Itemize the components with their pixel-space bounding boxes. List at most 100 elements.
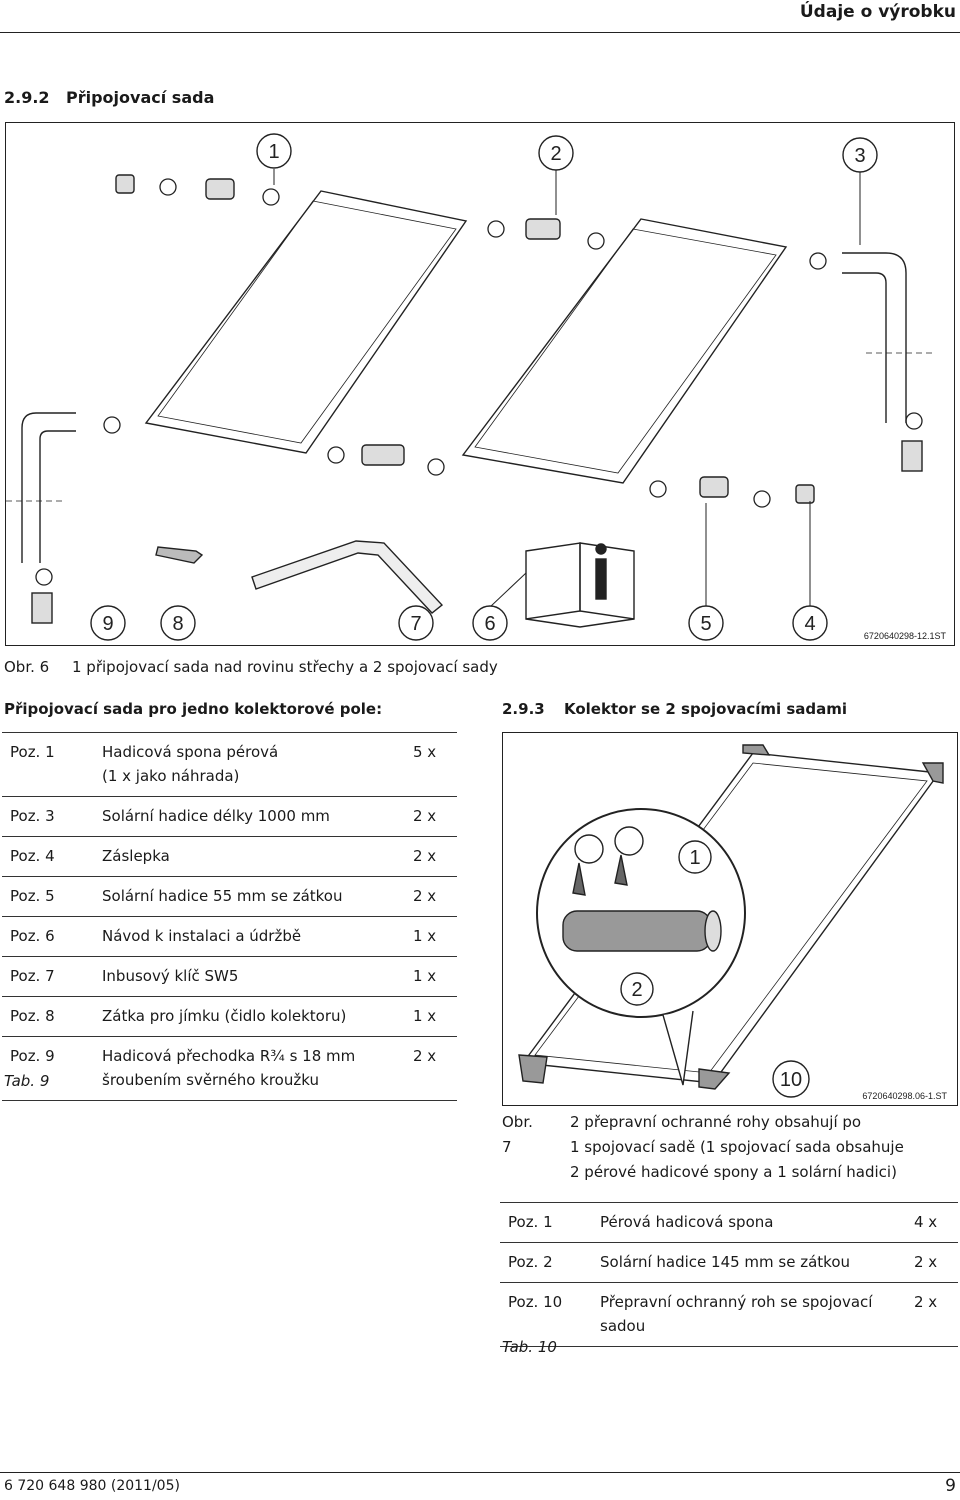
section-number: 2.9.3 — [502, 700, 545, 718]
callout-6: 6 — [484, 613, 495, 635]
section-heading-293: 2.9.3 Kolektor se 2 spojovacími sadami — [502, 700, 847, 718]
figure-7-caption-text: 2 přepravní ochranné rohy obsahují po 1 … — [570, 1110, 960, 1185]
sensor-plug — [155, 546, 204, 564]
position-cell: Poz. 10 — [500, 1282, 592, 1347]
quantity-cell: 2 x — [405, 1036, 457, 1101]
corner-protector-right — [921, 762, 944, 784]
callout-5: 5 — [700, 613, 711, 635]
position-cell: Poz. 9 — [2, 1036, 94, 1101]
callout-9: 9 — [102, 613, 113, 635]
table-row: Poz. 4 Záslepka 2 x — [2, 836, 457, 877]
description-cell: Záslepka — [94, 836, 405, 877]
description-cell: Hadicová spona pérová (1 x jako náhrada) — [94, 732, 405, 797]
table-row: Poz. 1 Hadicová spona pérová (1 x jako náh… — [2, 732, 457, 797]
callout-10: 10 — [780, 1069, 802, 1091]
table-9: Poz. 1 Hadicová spona pérová (1 x jako náh… — [2, 732, 457, 1101]
elbow-hose-right — [842, 252, 907, 423]
collector-panel-right — [461, 218, 788, 484]
callout-4: 4 — [804, 613, 815, 635]
table-row: Poz. 8 Zátka pro jímku (čidlo kolektoru) 1… — [2, 996, 457, 1037]
description-line: Záslepka — [102, 847, 170, 865]
section-title: Kolektor se 2 spojovacími sadami — [564, 700, 848, 718]
elbow-hose-left — [21, 412, 76, 563]
corner-protector-bottom-left — [518, 1054, 548, 1084]
description-line: Solární hadice 145 mm se zátkou — [600, 1253, 851, 1271]
description-line: šroubením svěrného kroužku — [102, 1071, 319, 1089]
section-title: Připojovací sada — [66, 88, 215, 107]
quantity-cell: 2 x — [405, 796, 457, 837]
position-cell: Poz. 7 — [2, 956, 94, 997]
table-10: Poz. 1 Pérová hadicová spona 4 x Poz. 2 Solá… — [500, 1202, 958, 1347]
footer-doc-number: 6 720 648 980 (2011/05) — [4, 1478, 180, 1494]
figure-6-frame: 1 2 3 4 5 6 7 8 9 6720640298-12.1ST — [5, 122, 955, 646]
callout-8: 8 — [172, 613, 183, 635]
table-row: Poz. 2 Solární hadice 145 mm se zátkou 2 x — [500, 1242, 958, 1283]
description-line: Návod k instalaci a údržbě — [102, 927, 302, 945]
description-line: Hadicová spona pérová — [102, 743, 279, 761]
header-rule — [0, 32, 960, 33]
position-cell: Poz. 1 — [500, 1202, 592, 1243]
quantity-cell: 2 x — [906, 1242, 958, 1283]
description-cell: Návod k instalaci a údržbě — [94, 916, 405, 957]
position-cell: Poz. 8 — [2, 996, 94, 1037]
description-cell: Solární hadice 145 mm se zátkou — [592, 1242, 906, 1283]
footer-page-number: 9 — [945, 1476, 956, 1496]
caption-line: 2 pérové hadicové spony a 1 solární hadi… — [570, 1163, 897, 1181]
callout-2: 2 — [631, 979, 642, 1001]
caption-line: 2 přepravní ochranné rohy obsahují po — [570, 1113, 862, 1131]
quantity-cell: 2 x — [405, 876, 457, 917]
figure-6-code: 6720640298-12.1ST — [863, 631, 946, 641]
description-cell: Přepravní ochranný roh se spojovací sadou — [592, 1282, 906, 1347]
footer-rule — [0, 1472, 960, 1473]
description-line: Pérová hadicová spona — [600, 1213, 774, 1231]
figure-6-caption-text: 1 připojovací sada nad rovinu střechy a … — [72, 658, 498, 676]
manual-book — [525, 542, 635, 628]
description-line: Hadicová přechodka R¾ s 18 mm — [102, 1047, 356, 1065]
quantity-cell: 2 x — [906, 1282, 958, 1347]
position-cell: Poz. 5 — [2, 876, 94, 917]
header-section-title: Údaje o výrobku — [799, 2, 956, 22]
position-cell: Poz. 1 — [2, 732, 94, 797]
table-row: Poz. 9 Hadicová přechodka R¾ s 18 mm šroub… — [2, 1036, 457, 1101]
position-cell: Poz. 6 — [2, 916, 94, 957]
callout-2: 2 — [550, 143, 561, 165]
description-line: (1 x jako náhrada) — [102, 767, 240, 785]
corner-protector-bottom-right — [698, 1068, 731, 1090]
corner-protector-top — [742, 744, 771, 756]
quantity-cell: 5 x — [405, 732, 457, 797]
description-line: Solární hadice délky 1000 mm — [102, 807, 330, 825]
figure-7-illustration: 1 2 10 6720640298.06-1.ST — [518, 744, 947, 1101]
table-row: Poz. 1 Pérová hadicová spona 4 x — [500, 1202, 958, 1243]
quantity-cell: 4 x — [906, 1202, 958, 1243]
position-cell: Poz. 2 — [500, 1242, 592, 1283]
position-cell: Poz. 4 — [2, 836, 94, 877]
figure-7-label: Obr. 7 — [502, 1113, 533, 1156]
quantity-cell: 1 x — [405, 996, 457, 1037]
description-cell: Pérová hadicová spona — [592, 1202, 906, 1243]
description-line: Zátka pro jímku (čidlo kolektoru) — [102, 1007, 347, 1025]
collector-panel-left — [144, 190, 468, 454]
callout-1: 1 — [268, 141, 279, 163]
table-row: Poz. 6 Návod k instalaci a údržbě 1 x — [2, 916, 457, 957]
description-line: Přepravní ochranný roh se spojovací — [600, 1293, 873, 1311]
table-9-caption: Tab. 9 — [4, 1072, 50, 1090]
quantity-cell: 2 x — [405, 836, 457, 877]
description-line: Solární hadice 55 mm se zátkou — [102, 887, 343, 905]
table-10-caption: Tab. 10 — [502, 1338, 557, 1356]
figure-7-frame: 1 2 10 6720640298.06-1.ST — [502, 732, 958, 1106]
description-cell: Solární hadice délky 1000 mm — [94, 796, 405, 837]
quantity-cell: 1 x — [405, 956, 457, 997]
quantity-cell: 1 x — [405, 916, 457, 957]
caption-line: 1 spojovací sadě (1 spojovací sada obsah… — [570, 1138, 904, 1156]
detail-hose — [562, 910, 712, 952]
callout-3: 3 — [854, 145, 865, 167]
description-line: sadou — [600, 1317, 646, 1335]
table-9-heading: Připojovací sada pro jedno kolektorové p… — [4, 700, 383, 718]
description-cell: Inbusový klíč SW5 — [94, 956, 405, 997]
figure-7-code: 6720640298.06-1.ST — [862, 1091, 947, 1101]
